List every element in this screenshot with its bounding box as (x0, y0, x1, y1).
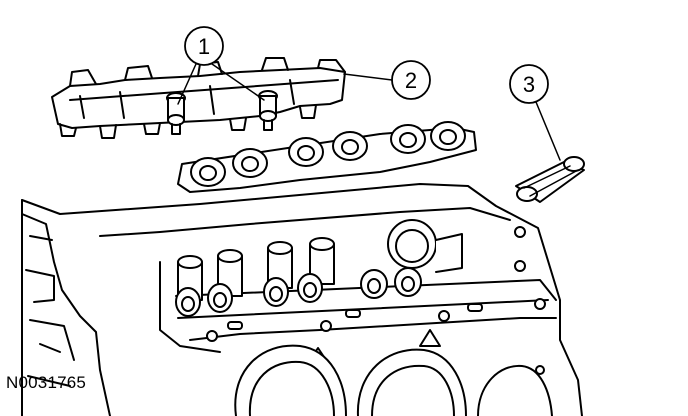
hydraulic-lifter (515, 156, 585, 203)
callout-3: 3 (509, 64, 561, 161)
lifter-guide-plate (177, 121, 477, 193)
bolt-left (166, 92, 186, 135)
callout-3-label: 3 (523, 72, 535, 97)
bolt-right (258, 90, 278, 131)
callout-1-label: 1 (198, 34, 210, 59)
installed-lifters (175, 219, 463, 317)
callout-1: 1 (177, 26, 265, 105)
lifter-guide-retainer (51, 57, 346, 139)
engine-block (21, 183, 583, 416)
callout-2: 2 (343, 60, 431, 100)
figure-id: N0031765 (6, 373, 87, 392)
callout-2-label: 2 (405, 68, 417, 93)
